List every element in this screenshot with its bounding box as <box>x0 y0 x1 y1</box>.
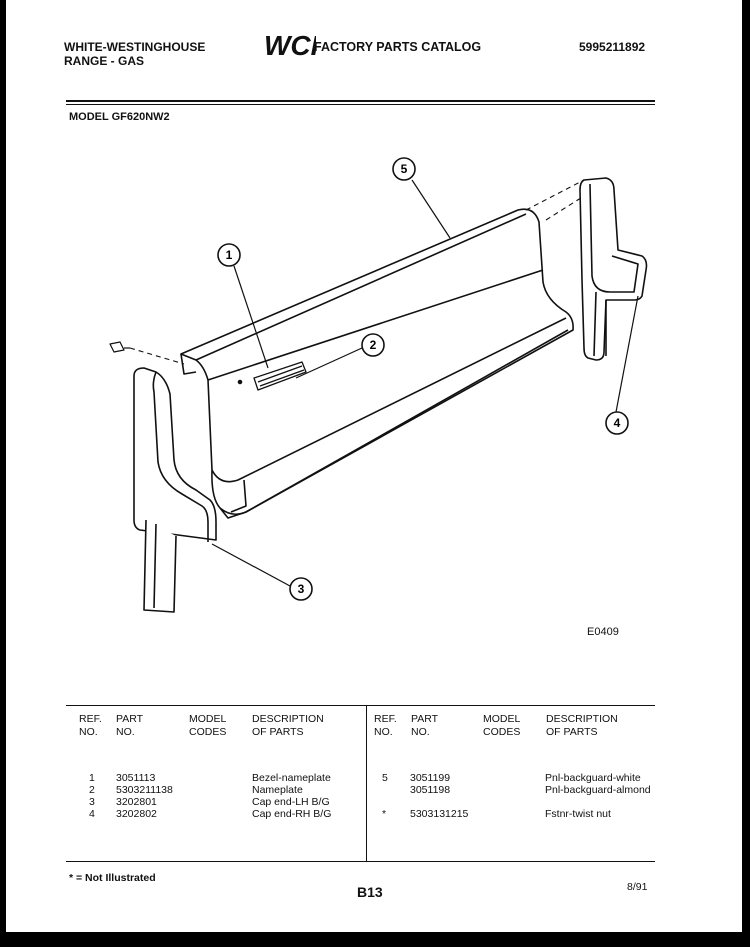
product-type: RANGE - GAS <box>64 54 145 68</box>
header-ref-no: REF. NO. <box>79 713 102 738</box>
not-illustrated-note: * = Not Illustrated <box>69 872 156 884</box>
left-end-cap <box>133 367 217 613</box>
table-divider <box>366 706 367 861</box>
callout-2: 2 <box>361 333 385 357</box>
table-cell <box>382 784 388 796</box>
right-part-column: 3051199 3051198 5303131215 <box>410 772 468 820</box>
callout-4: 4 <box>605 411 629 435</box>
header-rule <box>66 100 655 102</box>
svg-text:3: 3 <box>298 582 305 596</box>
callout-1: 1 <box>217 243 241 267</box>
table-cell: Bezel-nameplate <box>252 772 331 784</box>
table-cell: * <box>382 808 387 820</box>
svg-text:2: 2 <box>370 338 377 352</box>
table-cell: Pnl-backguard-white <box>545 772 641 784</box>
table-cell: 5303211138 <box>116 784 173 796</box>
table-cell: Nameplate <box>252 784 303 796</box>
brand-name: WHITE-WESTINGHOUSE <box>64 40 206 54</box>
callout-5: 5 <box>392 157 416 181</box>
twist-nut-fastener <box>109 341 130 353</box>
brand-block: WHITE-WESTINGHOUSE RANGE - GAS <box>64 40 205 68</box>
table-top-rule <box>66 705 655 706</box>
header-part-no: PART NO. <box>116 713 144 738</box>
left-ref-column: 1 2 3 4 <box>89 772 95 820</box>
header-rule-thin <box>66 104 655 105</box>
header-model-codes-right: MODEL CODES <box>483 713 521 738</box>
nameplate <box>253 361 307 391</box>
table-cell: 5303131215 <box>410 808 469 820</box>
left-part-column: 3051113 5303211138 3202801 3202802 <box>116 772 173 820</box>
table-cell <box>545 796 651 808</box>
catalog-number: 5995211892 <box>579 40 646 54</box>
figure-code: E0409 <box>587 626 619 638</box>
wci-logo: WCI <box>264 30 316 60</box>
revision-date: 8/91 <box>627 881 648 893</box>
table-cell: 4 <box>89 808 95 820</box>
table-cell: 3051198 <box>410 784 451 796</box>
catalog-page: WHITE-WESTINGHOUSE RANGE - GAS WCI FACTO… <box>6 0 742 932</box>
table-cell: 3051199 <box>410 772 451 784</box>
right-desc-column: Pnl-backguard-white Pnl-backguard-almond… <box>545 772 651 820</box>
svg-text:5: 5 <box>401 162 408 176</box>
table-cell: 3 <box>89 796 95 808</box>
table-cell: Pnl-backguard-almond <box>545 784 651 796</box>
table-cell: Cap end-LH B/G <box>252 796 330 808</box>
table-bottom-rule <box>66 861 655 862</box>
table-cell: Cap end-RH B/G <box>252 808 332 820</box>
table-cell <box>410 796 468 808</box>
header-description-right: DESCRIPTION OF PARTS <box>546 713 618 738</box>
callout-3: 3 <box>289 577 313 601</box>
header-model-codes: MODEL CODES <box>189 713 227 738</box>
table-cell: 3051113 <box>116 772 156 784</box>
left-desc-column: Bezel-nameplate Nameplate Cap end-LH B/G… <box>252 772 331 820</box>
table-cell: 5 <box>382 772 388 784</box>
table-cell: 2 <box>89 784 95 796</box>
page-number: B13 <box>357 884 383 900</box>
catalog-title: FACTORY PARTS CATALOG <box>314 40 482 54</box>
right-end-cap <box>579 177 648 361</box>
header-description: DESCRIPTION OF PARTS <box>252 713 324 738</box>
table-cell <box>382 796 388 808</box>
table-cell: 1 <box>89 772 95 784</box>
header-ref-no-right: REF. NO. <box>374 713 397 738</box>
table-cell: Fstnr-twist nut <box>545 808 611 820</box>
svg-text:4: 4 <box>614 416 621 430</box>
exploded-parts-diagram: 1 2 3 4 5 <box>109 157 648 613</box>
table-cell: 3202802 <box>116 808 157 820</box>
right-ref-column: 5 * <box>382 772 388 820</box>
svg-text:1: 1 <box>226 248 233 262</box>
wci-logo-text: WCI <box>264 30 316 60</box>
table-cell: 3202801 <box>116 796 157 808</box>
header-part-no-right: PART NO. <box>411 713 439 738</box>
backguard-panel <box>180 208 574 519</box>
model-number: MODEL GF620NW2 <box>69 111 170 123</box>
